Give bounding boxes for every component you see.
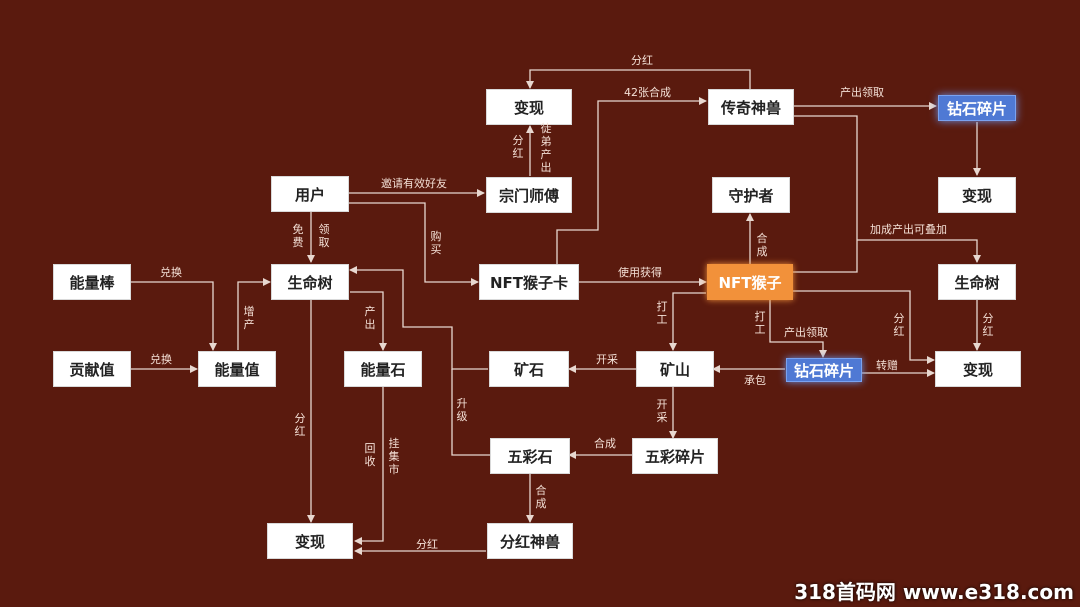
node-wucai-suipian: 五彩碎片 xyxy=(632,438,718,474)
label-fenhong-left: 分红 xyxy=(294,412,306,438)
node-yonghu: 用户 xyxy=(271,176,349,212)
node-fenhong-shenshou: 分红神兽 xyxy=(487,523,573,559)
node-shengmingshu: 生命树 xyxy=(271,264,349,300)
node-shengmingshu-right: 生命树 xyxy=(938,264,1016,300)
label-goumai: 购买 xyxy=(430,230,442,256)
label-lingqu: 领取 xyxy=(318,223,330,249)
label-42-hecheng: 42张合成 xyxy=(624,86,671,99)
label-fenhong-r1: 分红 xyxy=(893,312,905,338)
node-kuangshan: 矿山 xyxy=(636,351,714,387)
node-bianxian-bottom: 变现 xyxy=(267,523,353,559)
label-kaicai-1: 开采 xyxy=(596,353,618,366)
label-mianfei: 免费 xyxy=(292,223,304,249)
label-duihuan-2: 兑换 xyxy=(150,353,172,366)
node-shouhuzhe: 守护者 xyxy=(712,177,790,213)
label-fenhong-r2: 分红 xyxy=(982,312,994,338)
node-bianxian-right-top: 变现 xyxy=(938,177,1016,213)
label-hecheng-wucaishi: 合成 xyxy=(594,437,616,450)
label-chengbao: 承包 xyxy=(744,374,766,387)
edge-nengliangzhi-shengmingshu xyxy=(237,278,271,350)
node-zongmen-shifu: 宗门师傅 xyxy=(486,177,572,213)
node-nengliangbang: 能量棒 xyxy=(53,264,131,300)
label-huishou: 回收 xyxy=(364,442,376,468)
node-nengliangzhi: 能量值 xyxy=(198,351,276,387)
label-chanchu-mid: 产出领取 xyxy=(784,326,828,339)
label-hecheng-shouhu: 合成 xyxy=(756,232,768,258)
label-shengji: 升级 xyxy=(456,397,468,423)
node-chuanqi-shenshou: 传奇神兽 xyxy=(708,89,794,125)
edge-nftcard-chuanqi xyxy=(556,97,707,265)
node-bianxian-top: 变现 xyxy=(486,89,572,125)
label-duihuan-1: 兑换 xyxy=(160,266,182,279)
node-nengliangshi: 能量石 xyxy=(344,351,422,387)
label-dagong-2: 打工 xyxy=(754,310,766,336)
node-wucaishi: 五彩石 xyxy=(490,438,570,474)
label-fenhong-bottom: 分红 xyxy=(416,538,438,551)
label-chanchu-nengliang: 产出 xyxy=(364,305,376,331)
edge-nengliangshi-bianxian xyxy=(354,387,384,545)
node-gongxianzhi: 贡献值 xyxy=(53,351,131,387)
node-zuanshi-suipian-mid: 钻石碎片 xyxy=(786,358,862,382)
node-bianxian-right: 变现 xyxy=(935,351,1021,387)
edge-shengmingshu-nengliangshi xyxy=(350,291,387,351)
watermark-text: 318首码网 www.e318.com xyxy=(794,580,1074,604)
label-kaicai-2: 开采 xyxy=(656,398,668,424)
label-dagong-1: 打工 xyxy=(656,300,668,326)
edge-chuanqi-bianxian xyxy=(526,69,751,90)
edge-jiacheng-shengmingshu xyxy=(857,239,981,263)
label-fenhong-top: 分红 xyxy=(631,54,653,67)
label-jiacheng: 加成产出可叠加 xyxy=(870,223,947,236)
label-yaoqing: 邀请有效好友 xyxy=(381,177,447,190)
label-fenhong-zongmen: 分红 xyxy=(512,134,524,160)
node-kuangshi: 矿石 xyxy=(489,351,569,387)
edge-nengliangbang-nengliangzhi xyxy=(130,281,217,351)
node-nft-monkey: NFT猴子 xyxy=(707,264,793,300)
node-nft-card: NFT猴子卡 xyxy=(479,264,579,300)
edge-nftmonkey-jiacheng xyxy=(793,115,858,273)
label-hecheng-fenhong: 合成 xyxy=(535,484,547,510)
label-zengchan: 增产 xyxy=(243,305,255,331)
node-zuanshi-suipian-top: 钻石碎片 xyxy=(938,95,1016,121)
label-guaji-shichang: 挂集市 xyxy=(388,437,400,476)
label-chanchu-top: 产出领取 xyxy=(840,86,884,99)
edge-nftmonkey-zuanshi xyxy=(769,300,827,358)
edge-nftmonkey-bianxian xyxy=(793,290,935,364)
label-shiyong: 使用获得 xyxy=(618,266,662,279)
label-zhuanzeng: 转赠 xyxy=(876,359,898,372)
label-tudi-chanchu: 徒弟产出 xyxy=(540,122,552,174)
edge-kuangshi-shengmingshu xyxy=(349,266,488,370)
edge-yonghu-nftcard xyxy=(348,202,479,286)
edge-nftmonkey-kuangshan xyxy=(669,292,706,351)
edge-wucaishi-shengji xyxy=(451,369,490,456)
